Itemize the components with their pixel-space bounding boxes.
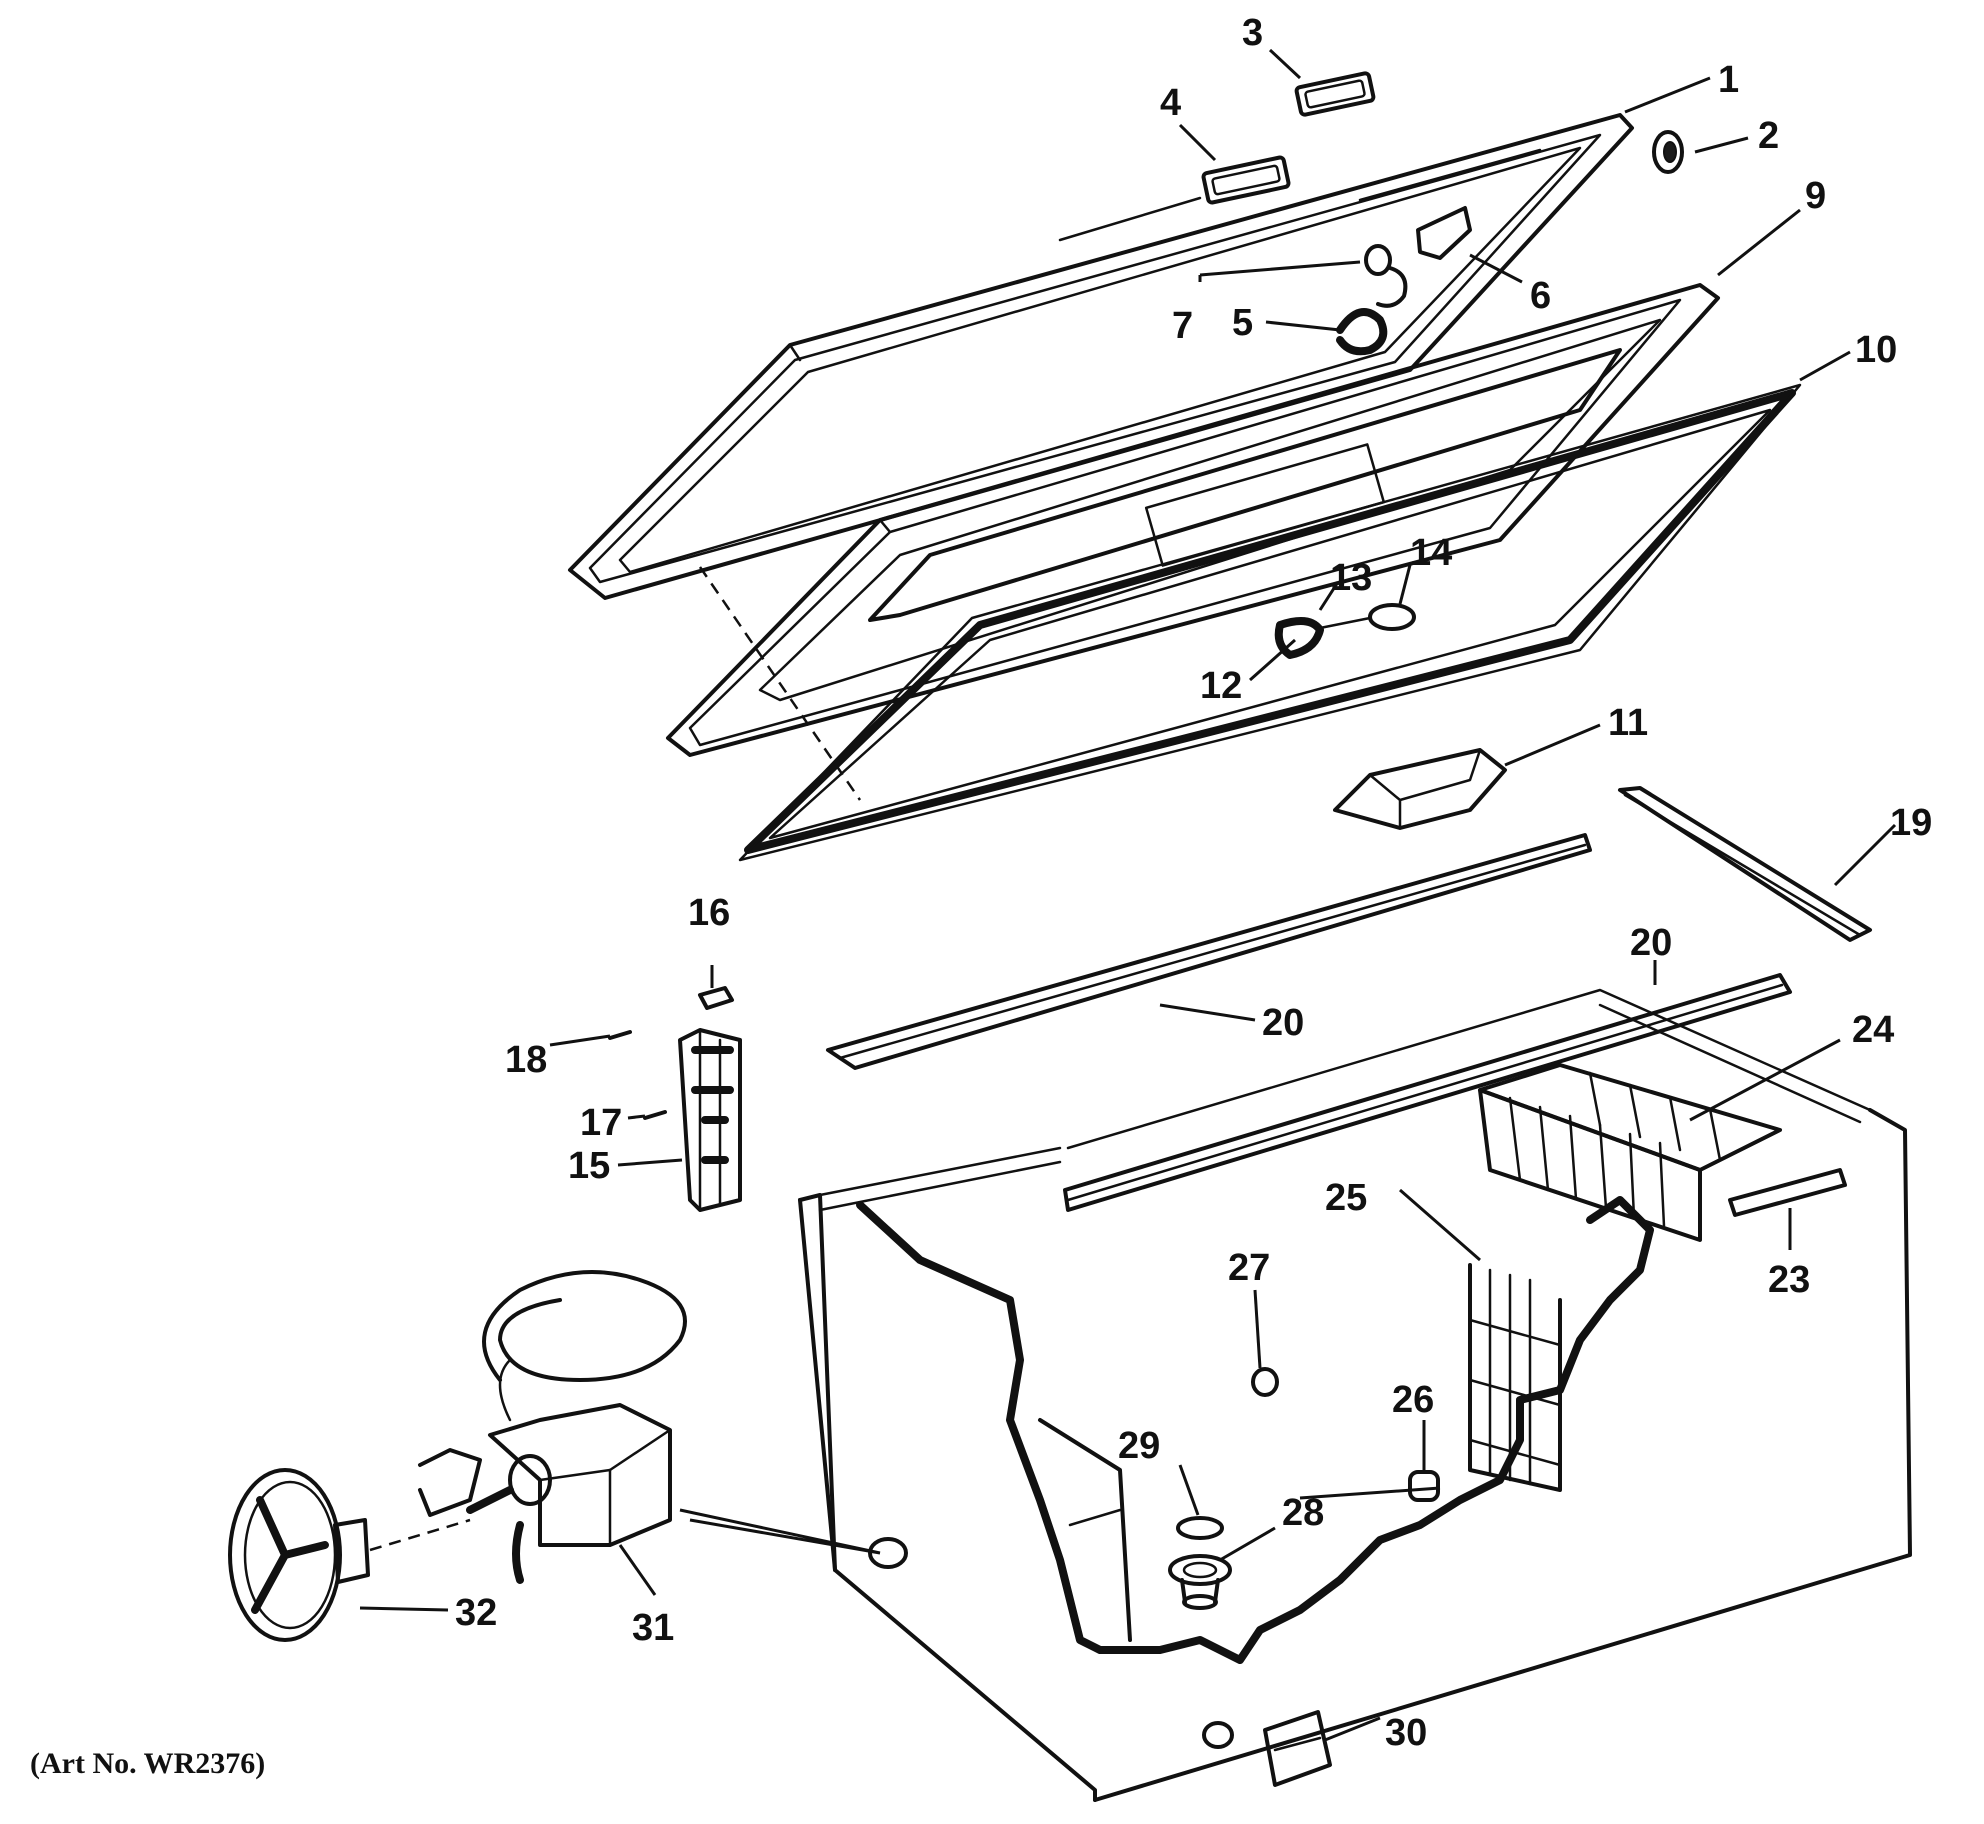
lid-outer-frame (568, 113, 1634, 600)
screw-18 (608, 1030, 632, 1040)
callout-19: 19 (1890, 802, 1932, 844)
callout-11: 11 (1608, 702, 1648, 744)
lid-gasket (738, 383, 1802, 862)
cabinet-bottom-grommet (1202, 1721, 1234, 1749)
callout-2: 2 (1758, 115, 1779, 157)
alignment-line (698, 566, 862, 801)
thermostat-31 (418, 1270, 687, 1584)
callout-27: 27 (1228, 1247, 1270, 1289)
storage-basket-24 (1478, 1063, 1782, 1242)
callout-17: 17 (580, 1102, 622, 1144)
plug-27 (1251, 1367, 1279, 1397)
art-number: (Art No. WR2376) (30, 1747, 265, 1780)
drain-cap-30 (1263, 1710, 1332, 1787)
callout-20-side: 20 (1630, 922, 1672, 964)
callout-26: 26 (1392, 1379, 1434, 1421)
callout-24: 24 (1852, 1009, 1894, 1051)
cabinet-side-grommet (868, 1537, 908, 1569)
callout-4: 4 (1160, 82, 1181, 124)
spacer-26 (1408, 1470, 1440, 1502)
callout-7: 7 (1172, 305, 1193, 347)
callout-6: 6 (1530, 275, 1551, 317)
callout-12: 12 (1200, 665, 1242, 707)
callout-14: 14 (1410, 532, 1452, 574)
cabinet-body (798, 988, 1912, 1802)
screw-17 (643, 1110, 667, 1120)
callout-23: 23 (1768, 1259, 1810, 1301)
callout-29: 29 (1118, 1425, 1160, 1467)
callout-20-front: 20 (1262, 1002, 1304, 1044)
callout-13: 13 (1330, 557, 1372, 599)
lid-switch-assembly (1274, 603, 1416, 659)
hinge-cover-11 (1333, 748, 1507, 830)
callout-30: 30 (1385, 1712, 1427, 1754)
callout-32: 32 (455, 1592, 497, 1634)
callout-5: 5 (1232, 302, 1253, 344)
trim-23 (1728, 1168, 1847, 1217)
latch-cover-3 (1294, 71, 1376, 117)
callout-28: 28 (1282, 1492, 1324, 1534)
callout-9: 9 (1805, 175, 1826, 217)
breaker-strip-20-side (1063, 973, 1792, 1212)
lock-cylinder-2 (1652, 130, 1684, 174)
callout-15: 15 (568, 1145, 610, 1187)
divider-25 (1468, 1263, 1562, 1492)
breaker-strip-19 (1618, 786, 1872, 942)
callout-10: 10 (1855, 329, 1897, 371)
drain-fitting-28-29 (1168, 1516, 1232, 1610)
leader-lines (359, 48, 1897, 1742)
knob-shaft-line (369, 1518, 471, 1552)
callout-3: 3 (1242, 12, 1263, 54)
callout-16: 16 (688, 892, 730, 934)
callout-18: 18 (505, 1039, 547, 1081)
control-knob-32 (228, 1468, 370, 1642)
clip-16 (698, 986, 734, 1010)
latch-cover-4 (1201, 155, 1291, 205)
callout-labels: 1 2 3 4 5 6 7 9 10 11 12 13 14 15 16 17 … (455, 12, 1932, 1754)
heater-bracket-15 (678, 1028, 742, 1212)
callout-31: 31 (632, 1607, 674, 1649)
breaker-strip-20-front (826, 833, 1592, 1070)
callout-1: 1 (1718, 59, 1739, 101)
lid-lock-assembly (1336, 206, 1472, 356)
callout-25: 25 (1325, 1177, 1367, 1219)
